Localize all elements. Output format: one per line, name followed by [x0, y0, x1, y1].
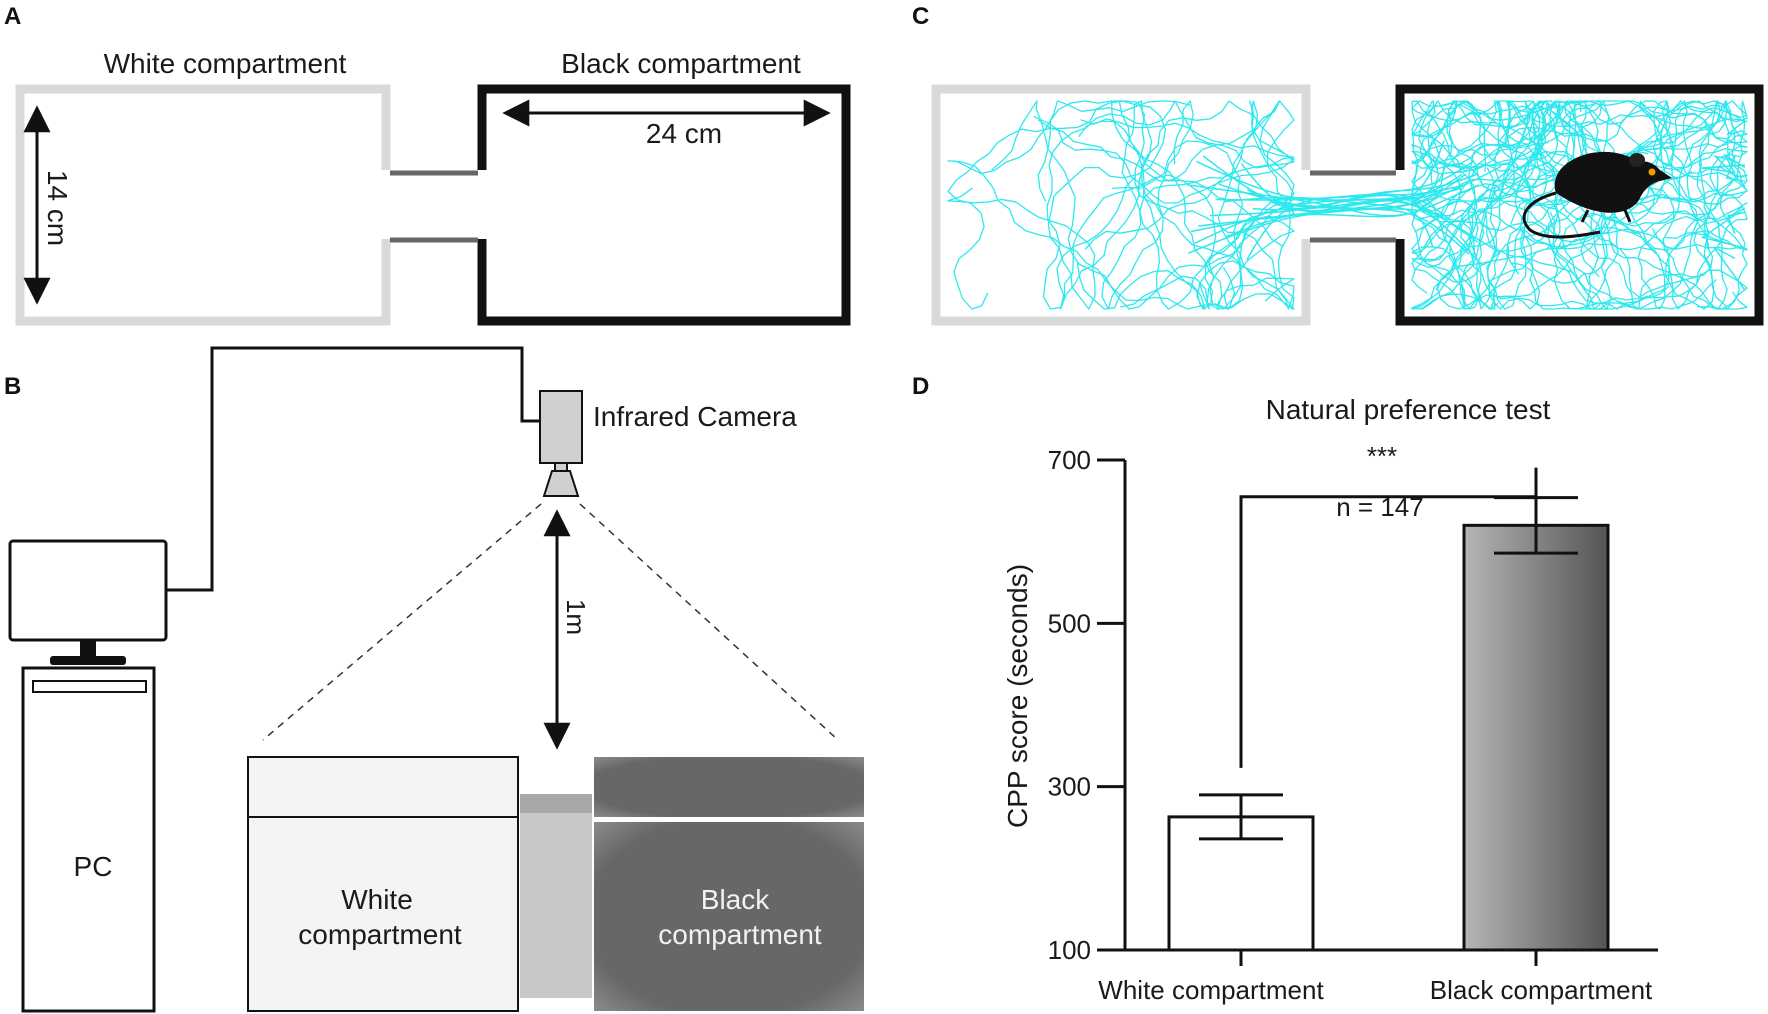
panel-c: C — [912, 3, 1764, 326]
trace-path — [1411, 100, 1748, 310]
panel-letter-b: B — [4, 373, 21, 400]
trace-path — [1076, 100, 1206, 310]
length-label: 24 cm — [646, 118, 722, 149]
trace-path — [947, 100, 1167, 310]
trace-path — [1411, 100, 1649, 310]
panel-letter-a: A — [4, 3, 21, 30]
white-compartment-label-a: White compartment — [104, 48, 347, 79]
bar-black-compartment — [1462, 523, 1610, 952]
black-box-label-line1: Black — [701, 884, 770, 915]
y-axis-label: CPP score (seconds) — [1002, 564, 1033, 828]
trace-path — [1411, 100, 1748, 310]
x-tick-label: Black compartment — [1430, 975, 1653, 1005]
trace-edge-path — [1701, 164, 1746, 174]
white-compartment-box: White compartment — [247, 756, 519, 1012]
significance-stars: *** — [1367, 441, 1397, 471]
corridor-box — [520, 794, 592, 998]
field-of-view-right — [579, 503, 839, 741]
infrared-camera-icon — [539, 390, 583, 497]
trace-path — [1111, 100, 1295, 310]
chart-title: Natural preference test — [1266, 394, 1551, 425]
trace-path — [1411, 100, 1642, 310]
trace-path — [1411, 100, 1690, 283]
field-of-view-left — [262, 503, 542, 741]
trace-path — [1435, 100, 1748, 291]
panel-letter-d: D — [912, 373, 929, 400]
movement-trace — [947, 100, 1748, 310]
trace-edge-path — [1712, 246, 1746, 291]
width-label: 14 cm — [42, 170, 73, 246]
trace-corridor-path — [1240, 163, 1444, 212]
trace-path — [1033, 100, 1295, 310]
black-compartment-outline-a — [477, 84, 851, 326]
trace-edge-path — [1713, 154, 1746, 187]
y-tick-label: 300 — [1048, 772, 1091, 802]
white-box-label-line1: White — [341, 884, 413, 915]
trace-corridor-path — [1215, 193, 1451, 221]
black-compartment-label-a: Black compartment — [561, 48, 801, 79]
white-compartment-outline-c — [931, 84, 1311, 326]
distance-label: 1m — [561, 599, 591, 635]
black-compartment-box: Black compartment — [594, 757, 864, 1011]
pc-label: PC — [74, 851, 113, 882]
white-box-label-line2: compartment — [298, 919, 462, 950]
black-compartment-outline-c — [1395, 84, 1764, 326]
infrared-camera-label: Infrared Camera — [593, 401, 797, 432]
significance-bracket — [1239, 467, 1538, 768]
trace-path — [1056, 100, 1295, 310]
trace-path — [1547, 100, 1748, 310]
panel-letter-c: C — [912, 3, 929, 30]
x-tick-label: White compartment — [1098, 975, 1324, 1005]
trace-edge-path — [1725, 120, 1746, 135]
trace-corridor-path — [1252, 194, 1484, 266]
panel-b: B Infrared Camera 1m PC White compartmen… — [4, 346, 864, 1013]
trace-corridor-path — [1190, 190, 1442, 233]
mouse-icon — [1522, 151, 1672, 239]
y-tick-label: 100 — [1048, 935, 1091, 965]
pc-monitor-icon — [8, 539, 168, 665]
trace-corridor-path — [1225, 173, 1466, 238]
trace-path — [1411, 100, 1748, 310]
camera-cable — [166, 346, 540, 592]
panel-a: A White compartment Black compartment 24… — [4, 3, 851, 326]
white-compartment-outline-a — [15, 84, 391, 326]
trace-corridor-path — [1246, 189, 1445, 217]
trace-path — [1411, 100, 1651, 251]
trace-path — [1042, 100, 1295, 310]
y-tick-label: 500 — [1048, 608, 1091, 638]
y-tick-label: 700 — [1048, 445, 1091, 475]
panel-d: D Natural preference test CPP score (sec… — [912, 373, 1658, 1005]
trace-path — [1411, 100, 1748, 251]
trace-corridor-path — [1187, 165, 1502, 254]
trace-path — [1411, 100, 1748, 310]
trace-edge-path — [1723, 153, 1746, 175]
trace-edge-path — [1726, 211, 1746, 235]
trace-edge-path — [1725, 155, 1746, 182]
trace-corridor-path — [1246, 183, 1466, 261]
trace-path — [991, 100, 1295, 310]
trace-edge-path — [1700, 207, 1746, 247]
black-box-label-line2: compartment — [658, 919, 822, 950]
trace-path — [1417, 100, 1728, 310]
pc-tower: PC — [21, 666, 156, 1013]
trace-corridor-path — [1259, 192, 1501, 254]
